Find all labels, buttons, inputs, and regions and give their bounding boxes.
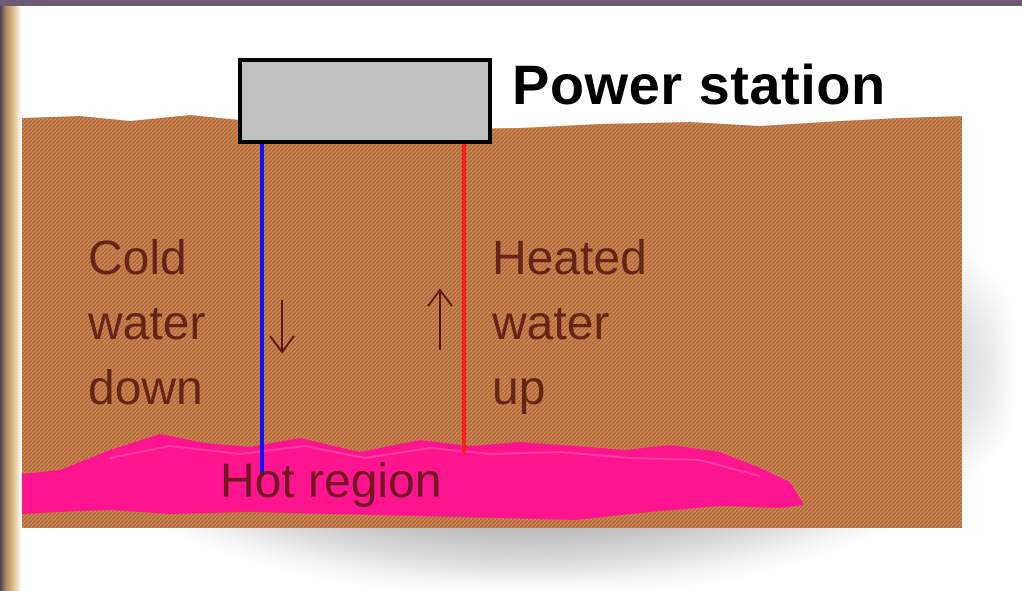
power-station-building: [238, 58, 492, 144]
cold-label-line-3: down: [88, 362, 203, 415]
heated-label-line-1: Heated: [492, 232, 647, 285]
heated-water-label: Heated water up: [492, 226, 647, 421]
heated-label-line-2: water: [492, 297, 610, 350]
up-arrow: [427, 288, 453, 350]
cold-label-line-1: Cold: [88, 232, 187, 285]
top-border: [0, 0, 1022, 6]
heated-label-line-3: up: [492, 362, 546, 415]
hot-region-texture: [109, 444, 761, 477]
down-arrow: [269, 300, 295, 354]
cold-label-line-2: water: [88, 297, 206, 350]
ground-layer: [22, 115, 962, 528]
hot-region-label: Hot region: [220, 455, 442, 508]
power-station-label: Power station: [512, 53, 886, 116]
cold-water-label: Cold water down: [88, 226, 205, 421]
